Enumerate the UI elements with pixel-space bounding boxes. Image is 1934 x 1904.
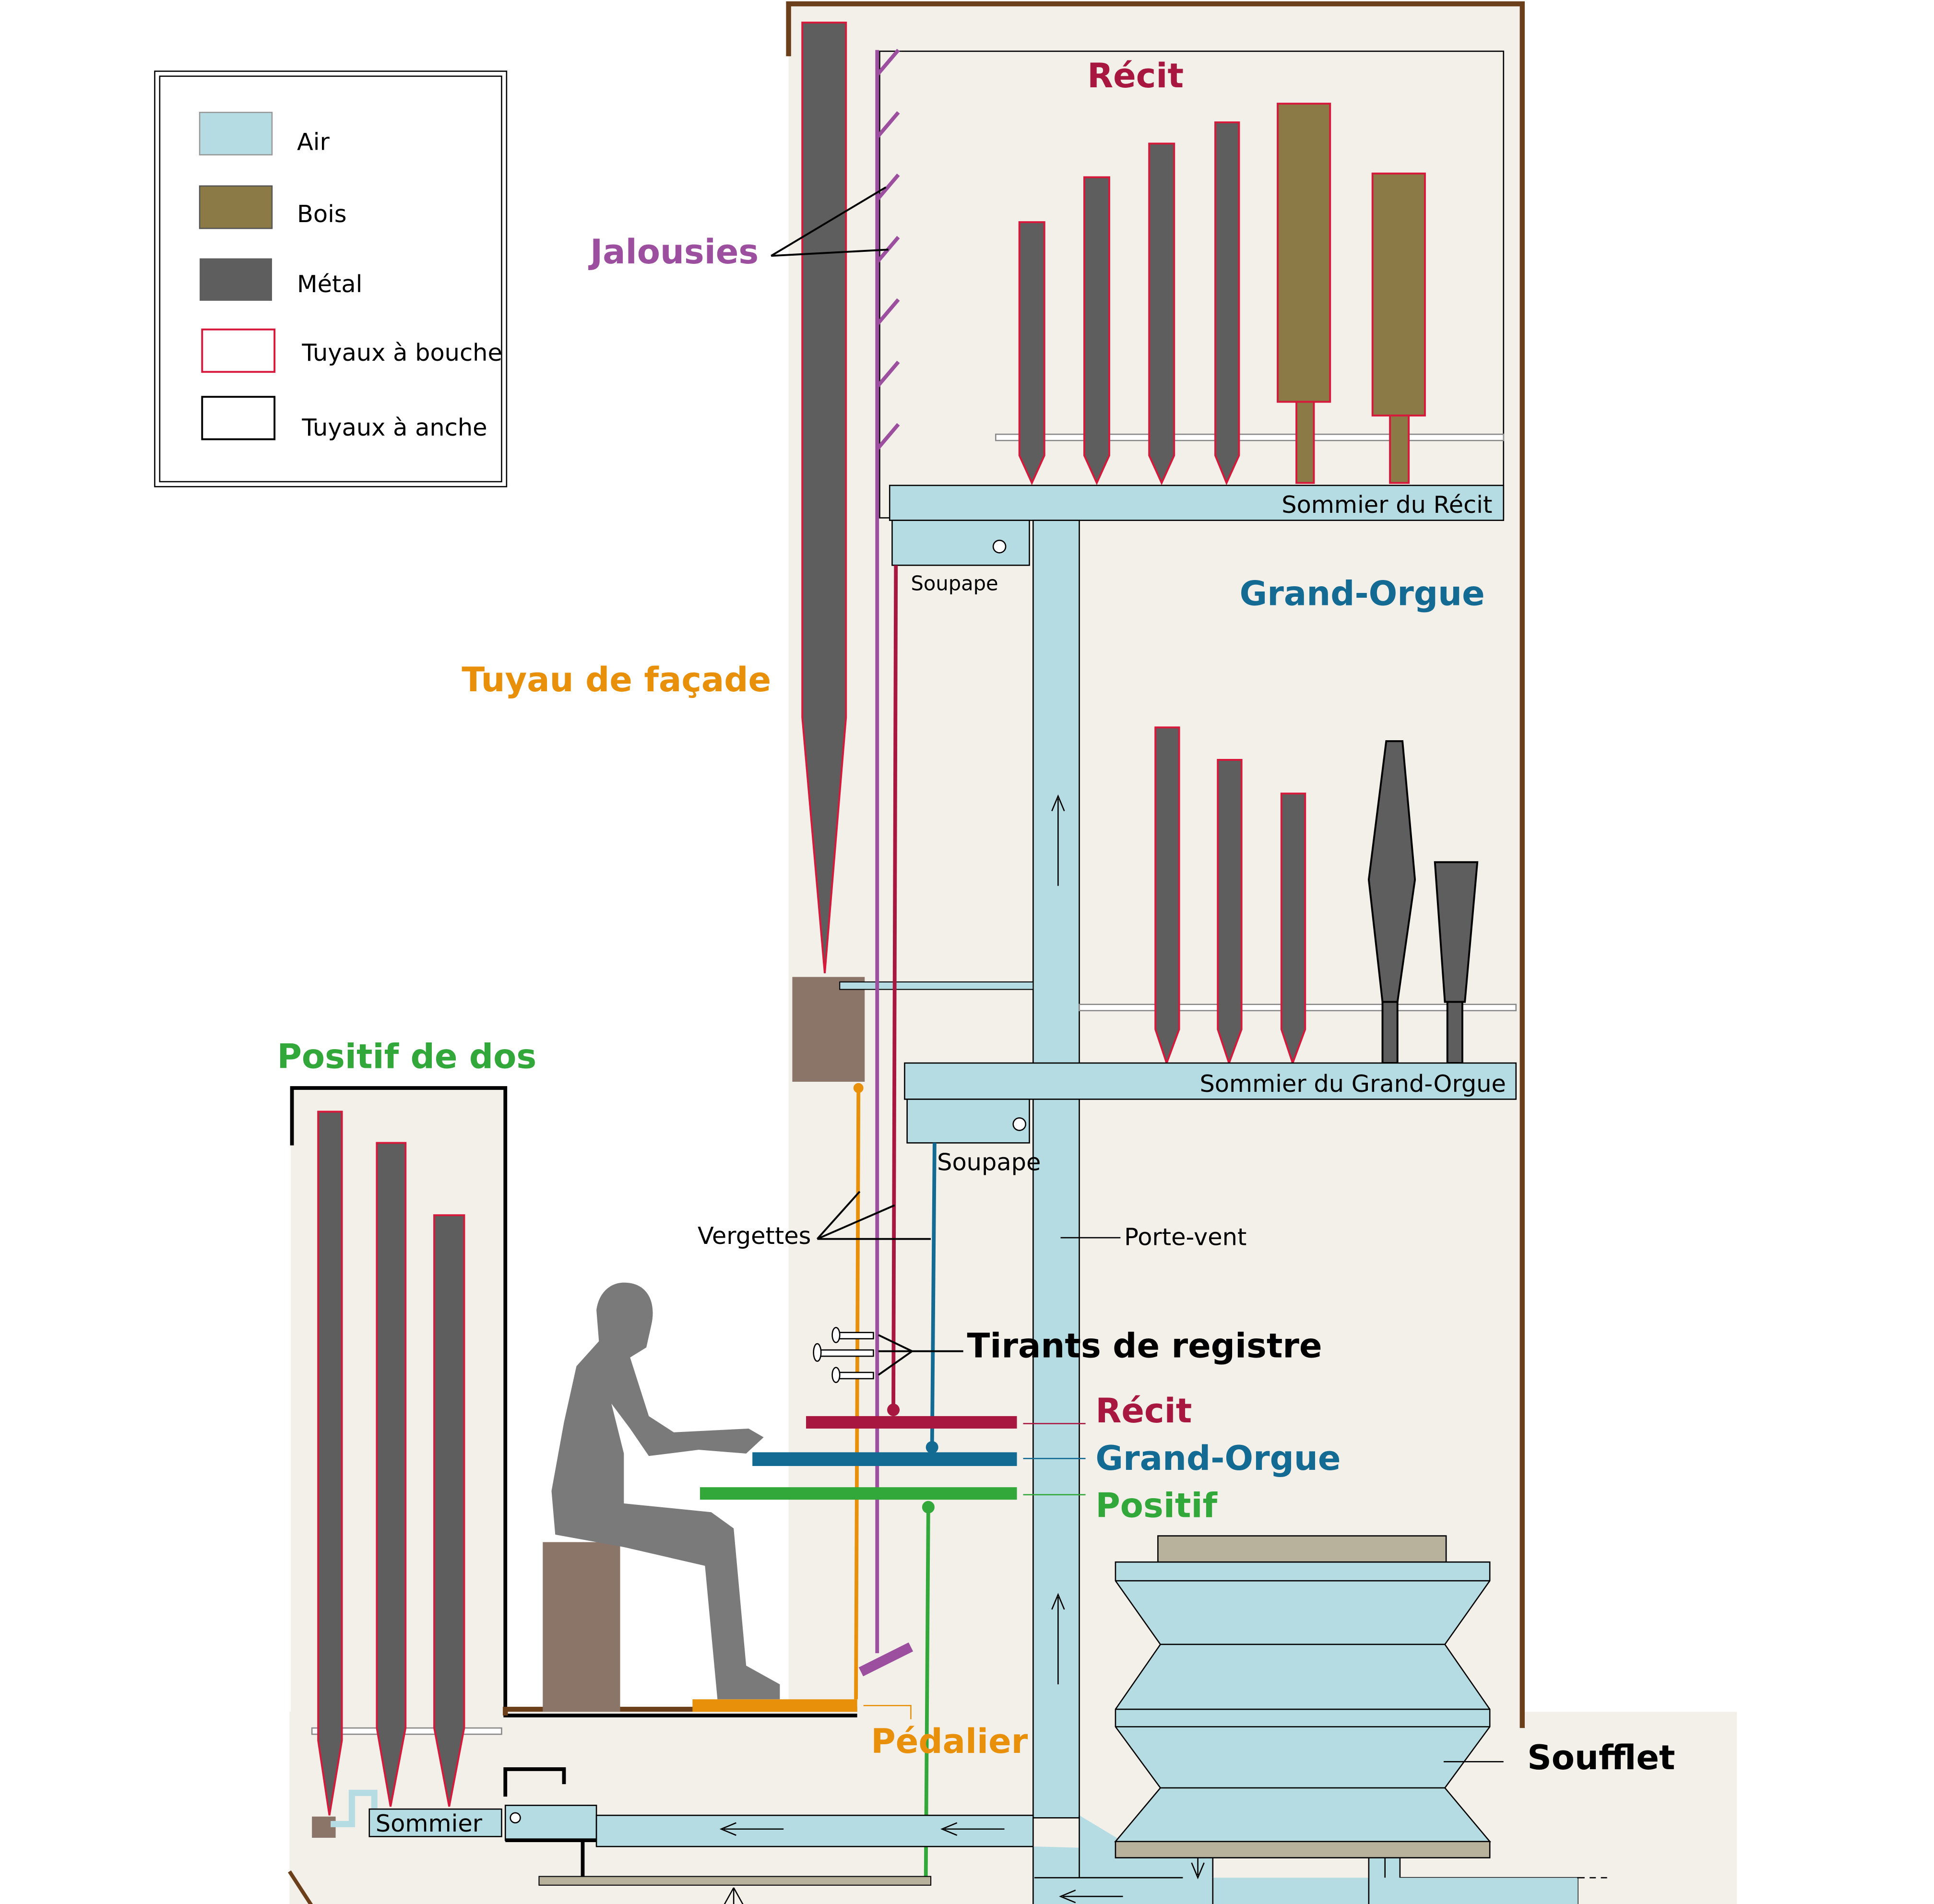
jalousies-leader [771,186,889,257]
soufflet [1114,1561,1491,1843]
kb-go-label: Grand-Orgue [1095,1439,1341,1478]
tirants-leader [878,1334,963,1376]
legend-label: Tuyaux à bouche [301,339,502,367]
sommier-go-label: Sommier du Grand-Orgue [1199,1070,1506,1098]
porte-vent-label: Porte-vent [1124,1223,1246,1251]
jalousies-label: Jalousies [588,232,759,272]
case-outline [786,1,1525,1728]
recit-rail [995,433,1505,441]
positif-pipes [317,1111,465,1816]
duct-exit-dashes [1578,1877,1610,1879]
soupape-valve [510,1812,521,1824]
soupape-go [906,1099,1030,1144]
soupape-go-label: Soupape [937,1148,1041,1176]
legend-swatch-mouth [201,328,276,373]
sommier-label: Sommier [376,1809,483,1837]
pedalboard [692,1699,857,1712]
facade-pipe [801,22,847,973]
arrow-left-icon [1059,1889,1123,1904]
legend-label: Bois [297,200,347,228]
legend-label: Tuyaux à anche [301,414,487,441]
facade-air-feed [839,981,1034,990]
tracker-joint [853,1083,864,1093]
legend-label: Métal [297,270,362,298]
soufflet-folds [1115,1580,1490,1789]
tracker-joint [922,1501,935,1514]
vergettes-leader [816,1191,931,1240]
sommier-go [904,1062,1517,1100]
vergettes-label: Vergettes [698,1222,811,1250]
sommier-recit [889,485,1505,521]
duct-bottom-left [595,1814,1034,1847]
porte-vent [1032,520,1080,1819]
soufflet-weight [1157,1535,1447,1563]
arrow-left-icon [940,1822,1005,1836]
bench [543,1542,620,1712]
recit-title: Récit [1087,56,1184,95]
pedal-base [538,1876,932,1886]
pivot-icon [724,1887,744,1904]
tracker-go [930,1143,937,1447]
legend-swatch-air [199,111,273,155]
duct-outline [1034,1877,1370,1904]
keyboard-recit [806,1416,1017,1429]
tracker-pedalier [854,1088,861,1700]
sommier-positif [368,1808,502,1837]
grand-orgue-title: Grand-Orgue [1240,574,1485,614]
tuyau-facade-label: Tuyau de façade [462,660,771,699]
keyboard-positif [700,1487,1017,1500]
tracker-joint [925,1441,938,1454]
legend-label: Air [297,128,330,155]
duct-exit [1578,1878,1610,1904]
keyboard-go [752,1452,1017,1466]
soupape-valve [1012,1117,1027,1131]
go-pipes [1154,726,1479,1066]
positif-case-outline [290,1086,857,1717]
positif-dos-label: Positif de dos [277,1037,536,1076]
tirants-label: Tirants de registre [967,1326,1322,1366]
kb-positif-label: Positif [1095,1486,1218,1526]
tracker-joint [887,1403,900,1416]
arrow-up-icon [1051,1593,1065,1685]
pedalier-leader [863,1704,912,1719]
legend-swatch-reed [201,396,276,440]
soupape-positif [504,1805,597,1841]
recit-pipes [1018,103,1426,485]
pedalier-label: Pédalier [871,1722,1028,1761]
arrow-left-icon [719,1822,784,1836]
soufflet-base [1115,1841,1491,1858]
arrow-up-icon [1051,794,1065,886]
sommier-recit-label: Sommier du Récit [1281,491,1492,519]
legend: Air Bois Métal Tuyaux à bouche Tuyaux à … [154,71,508,487]
positif-frame [503,1767,599,1878]
soupape-valve [992,539,1007,554]
soufflet-label: Soufflet [1527,1738,1675,1777]
facade-foot-block [792,977,865,1082]
stop-knobs [813,1326,874,1384]
tracker-recit [891,565,898,1410]
organist-silhouette [551,1282,780,1700]
positif-air-pipe [331,1789,378,1827]
legend-swatch-metal [200,258,272,301]
soupape-recit [891,520,1030,566]
soupape-recit-label: Soupape [911,571,998,595]
floor-outline [288,1870,313,1904]
duct-bottom-fill [1034,1878,1578,1904]
legend-swatch-wood [199,185,273,229]
kb-recit-label: Récit [1095,1391,1192,1431]
